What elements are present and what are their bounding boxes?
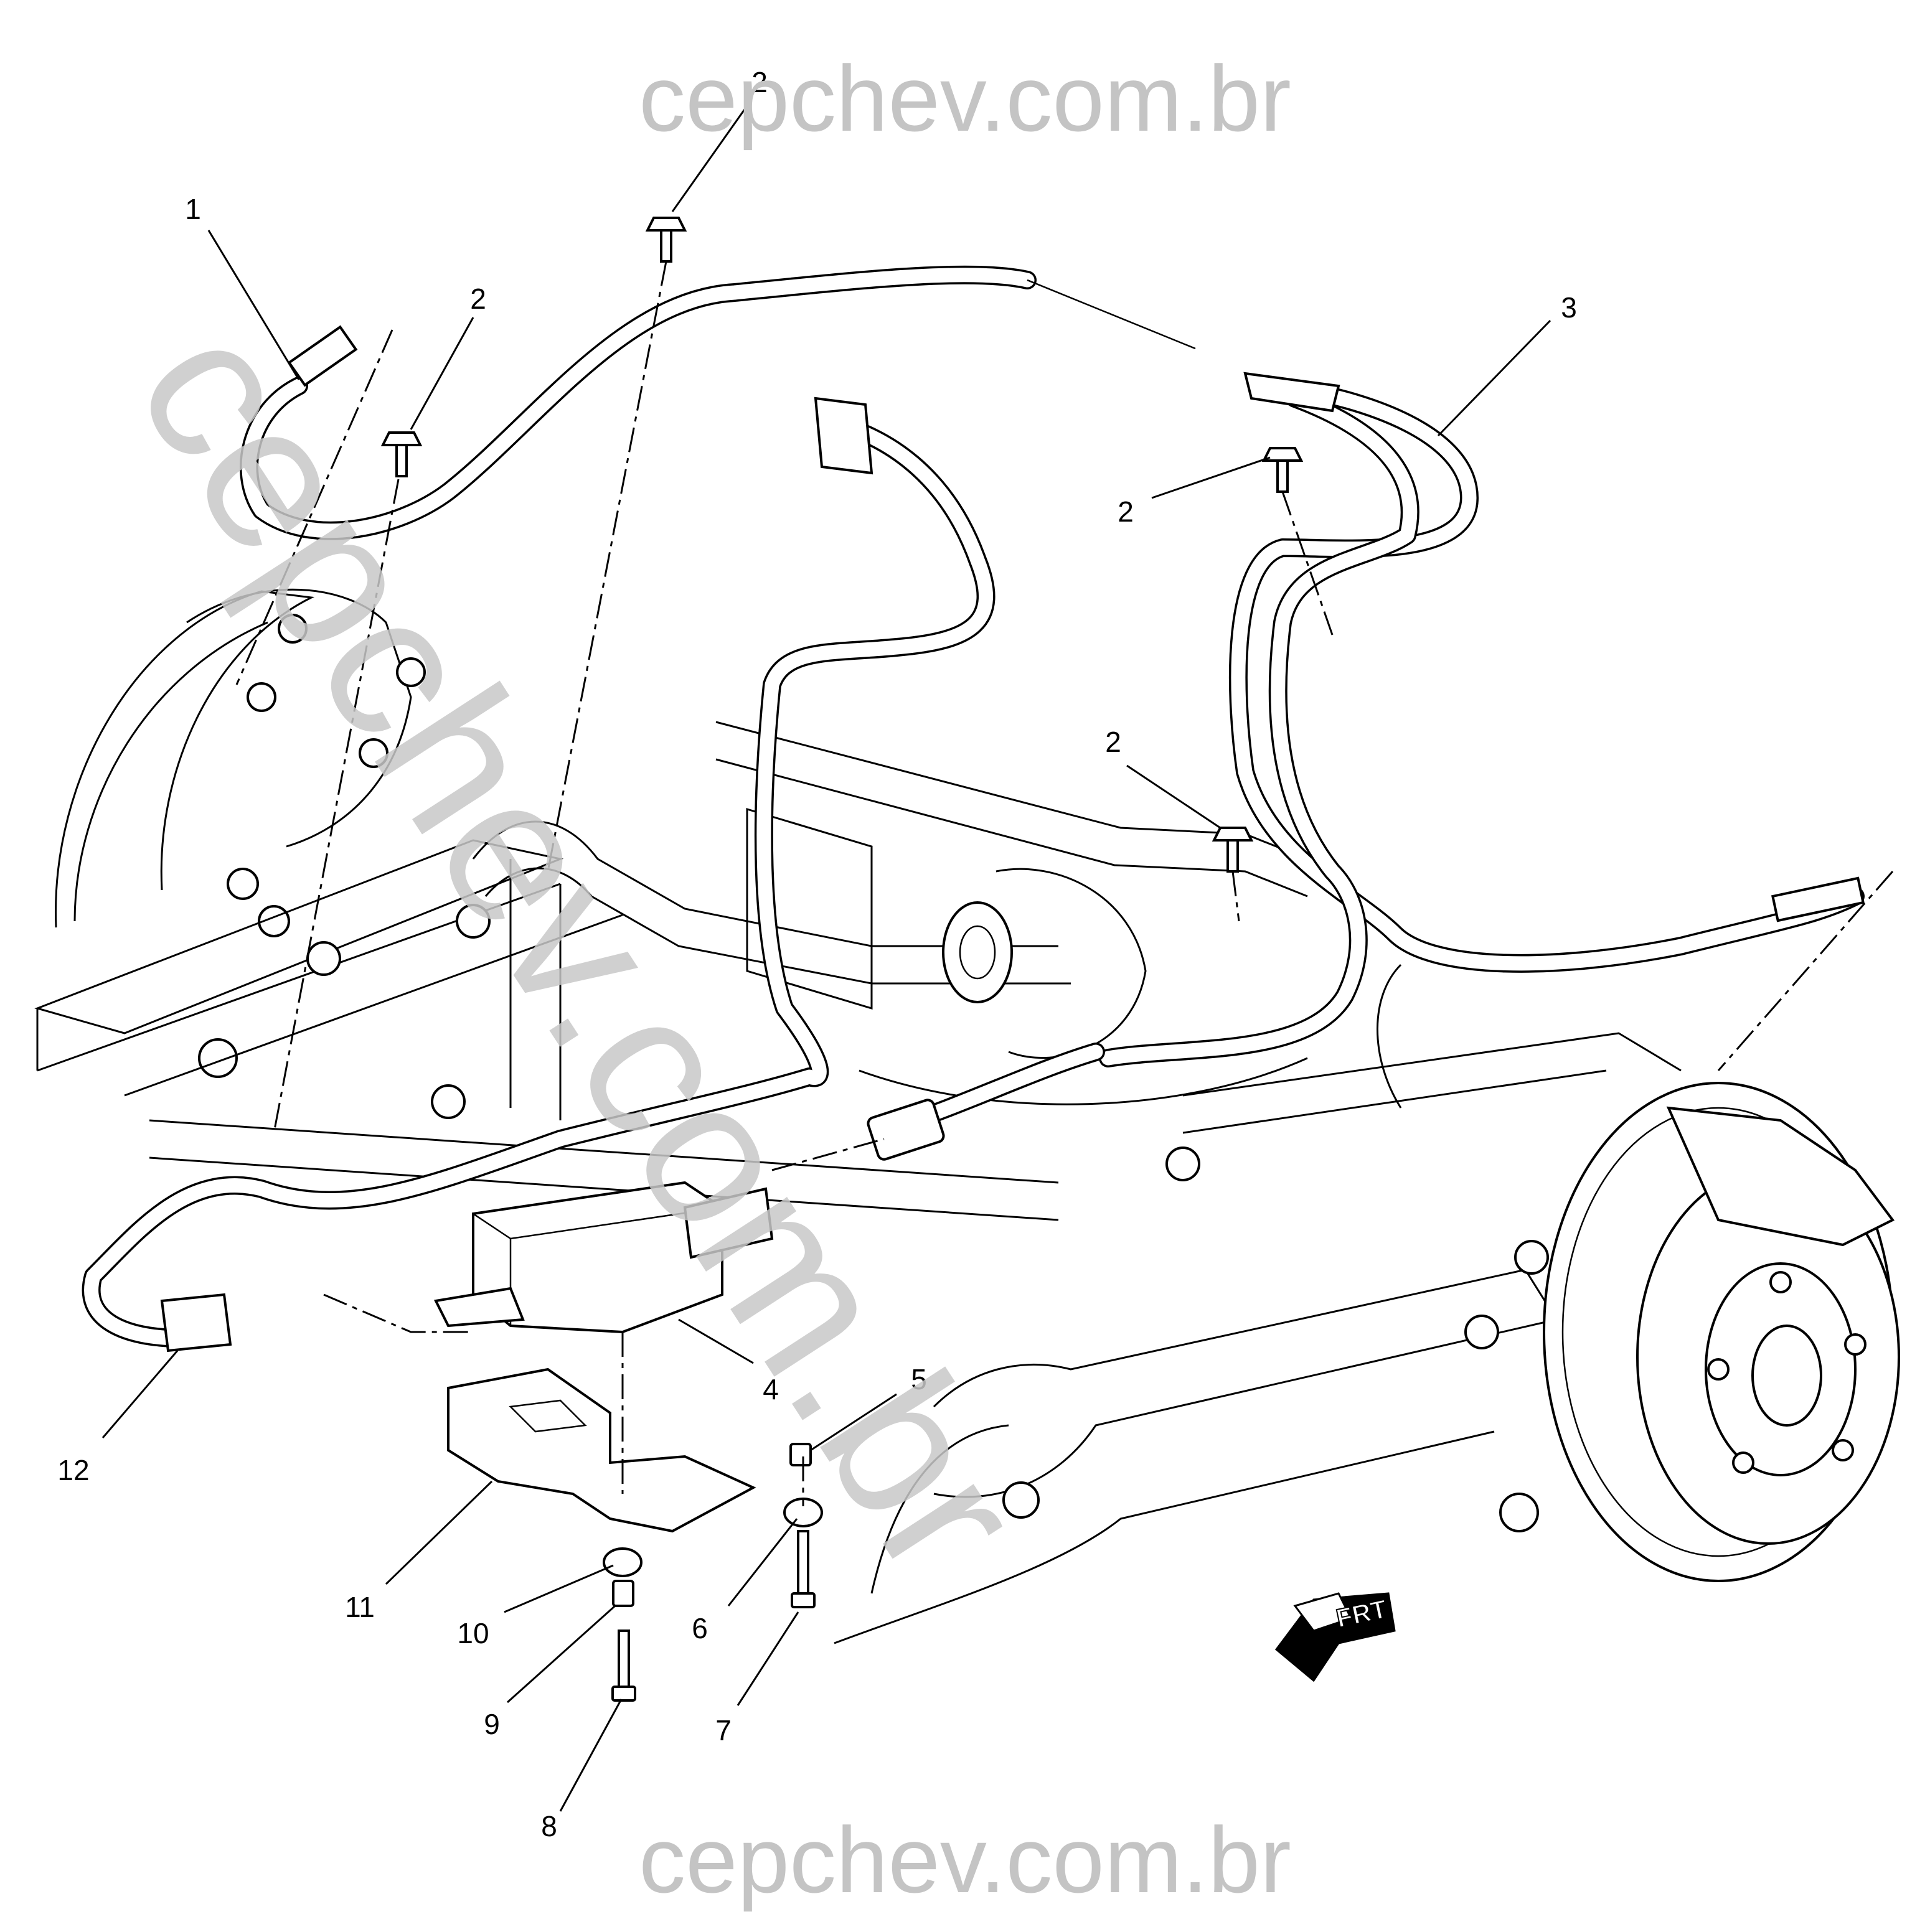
lug-stud-icon (1707, 1358, 1730, 1381)
alignment-line (235, 329, 393, 685)
cable-boot (867, 1099, 945, 1161)
grommet-9 (612, 1580, 634, 1607)
bolt-2-right-upper (1261, 447, 1304, 493)
bolt-icon (1165, 1147, 1200, 1181)
bolt-icon (359, 738, 388, 768)
cable-bracket (1243, 372, 1340, 413)
callout-8: 8 (541, 1810, 557, 1842)
callout-9: 9 (484, 1708, 500, 1740)
callout-10: 10 (457, 1617, 489, 1649)
callout-12: 12 (57, 1454, 89, 1486)
bolt-icon (306, 941, 341, 976)
callout-3: 3 (1561, 291, 1577, 324)
frame-rail-right (1182, 964, 1682, 1134)
crossmember (149, 820, 1071, 1221)
callout-4: 4 (763, 1373, 779, 1405)
cable-end-fitting (1771, 876, 1865, 922)
parking-brake-cable-center (82, 396, 996, 1353)
alignment-line (1281, 491, 1334, 635)
right-brake-rotor (1543, 1082, 1900, 1582)
cable-end-fitting (287, 325, 358, 387)
bolt-icon (247, 682, 276, 712)
bolt-icon (1514, 1240, 1549, 1275)
alignment-line (1231, 871, 1240, 922)
parking-brake-cable-right-rear (1099, 372, 1865, 1067)
callout-11: 11 (345, 1591, 375, 1623)
harness-connector-top (814, 396, 873, 475)
callout-1: 1 (185, 193, 201, 225)
isolator-10 (603, 1547, 643, 1577)
lug-stud-icon (1832, 1439, 1854, 1461)
callout-5: 5 (911, 1363, 927, 1395)
watermark-bottom: cepchev.com.br (639, 1808, 1291, 1912)
lug-stud-icon (1769, 1271, 1792, 1293)
bolt-icon (396, 657, 426, 687)
callout-2: 2 (1105, 726, 1121, 758)
bolt-2-right-lower (1212, 827, 1254, 873)
bolt-7 (791, 1530, 816, 1608)
bolt-icon (456, 904, 491, 939)
lug-stud-icon (1732, 1451, 1754, 1474)
left-wheel-assembly (55, 588, 426, 1078)
callout-2: 2 (1118, 495, 1134, 528)
grommet-5 (789, 1443, 812, 1466)
harness-connector-12 (160, 1293, 232, 1353)
callout-7: 7 (715, 1714, 732, 1747)
parking-brake-actuator (434, 1181, 774, 1334)
bolt-2-left (380, 431, 423, 477)
watermark-top: cepchev.com.br (639, 46, 1291, 151)
alignment-line (1717, 871, 1894, 1071)
callout-2: 2 (470, 283, 486, 315)
brake-caliper (1666, 1106, 1895, 1247)
bolt-8 (611, 1630, 636, 1702)
actuator-cable (867, 1043, 1105, 1161)
bolt-icon (227, 868, 259, 900)
actuator-motor (683, 1187, 774, 1259)
alignment-line (273, 479, 400, 1133)
bolt-icon (198, 1038, 238, 1078)
lug-stud-icon (1844, 1333, 1866, 1356)
bolt-icon (278, 614, 308, 644)
alignment-line (547, 261, 667, 872)
front-direction-arrow-icon: FRT (1274, 1592, 1396, 1682)
bolt-icon (1002, 1481, 1040, 1519)
bolt-2-top (645, 217, 687, 263)
bolt-icon (1499, 1493, 1539, 1532)
right-lower-control-arm (834, 1147, 1558, 1644)
differential-pinion (942, 901, 1013, 1003)
actuator-connector (434, 1287, 525, 1328)
parking-brake-cable-front (240, 265, 1196, 540)
actuator-mounting-bracket (447, 1367, 756, 1533)
bolt-icon (1464, 1315, 1499, 1349)
hub-icon (1751, 1325, 1822, 1427)
callout-2: 2 (751, 66, 768, 98)
callout-6: 6 (692, 1612, 708, 1644)
bolt-icon (431, 1084, 466, 1119)
alignment-line (323, 1293, 473, 1333)
alignment-line (771, 1138, 885, 1171)
